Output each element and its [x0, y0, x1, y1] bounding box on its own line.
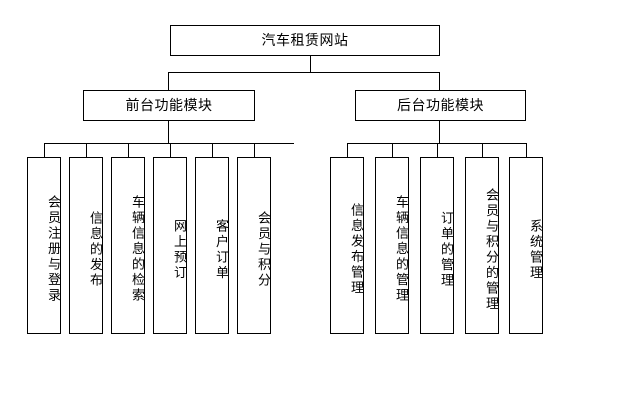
leaf-label-order-mgmt: 订单的管理 [438, 210, 453, 289]
connector-back-leaf-1 [347, 143, 348, 157]
leaf-node-member-points[interactable]: 会员与积分 [237, 157, 271, 334]
leaf-label-vehicle-info-mgmt: 车辆信息的管理 [393, 195, 408, 304]
connector-root-trunk [310, 56, 311, 73]
leaf-node-info-publish[interactable]: 信息的发布 [69, 157, 103, 334]
connector-back-leaf-2 [392, 143, 393, 157]
leaf-label-system-mgmt: 系统管理 [527, 218, 542, 281]
connector-back-leaf-5 [526, 143, 527, 157]
leaf-node-vehicle-info-mgmt[interactable]: 车辆信息的管理 [375, 157, 409, 334]
leaf-node-online-booking[interactable]: 网上预订 [153, 157, 187, 334]
leaf-node-order-mgmt[interactable]: 订单的管理 [420, 157, 454, 334]
leaf-node-info-publish-mgmt[interactable]: 信息发布管理 [330, 157, 364, 334]
connector-to-front-module [168, 72, 169, 90]
leaf-label-info-publish: 信息的发布 [87, 210, 102, 289]
module-node-back-office[interactable]: 后台功能模块 [355, 90, 526, 121]
leaf-node-vehicle-info-search[interactable]: 车辆信息的检索 [111, 157, 145, 334]
leaf-label-info-publish-mgmt: 信息发布管理 [348, 203, 363, 296]
module-back-office-label: 后台功能模块 [397, 97, 484, 114]
connector-back-stem [439, 121, 440, 143]
root-node-label: 汽车租赁网站 [261, 32, 349, 49]
leaf-node-customer-order[interactable]: 客户订单 [195, 157, 229, 334]
leaf-label-member-register-login: 会员注册与登录 [45, 195, 60, 304]
connector-front-leaf-6 [254, 143, 255, 157]
connector-front-leaf-4 [170, 143, 171, 157]
connector-front-leaf-1 [44, 143, 45, 157]
module-node-front-office[interactable]: 前台功能模块 [83, 90, 255, 121]
leaf-node-member-points-mgmt[interactable]: 会员与积分的管理 [465, 157, 499, 334]
leaf-label-online-booking: 网上预订 [171, 218, 186, 281]
root-node-website[interactable]: 汽车租赁网站 [170, 25, 440, 56]
module-front-office-label: 前台功能模块 [125, 97, 213, 114]
connector-back-leaf-4 [482, 143, 483, 157]
connector-back-leaf-3 [437, 143, 438, 157]
leaf-label-member-points: 会员与积分 [255, 210, 270, 289]
leaf-node-member-register-login[interactable]: 会员注册与登录 [27, 157, 61, 334]
leaf-label-member-points-mgmt: 会员与积分的管理 [483, 187, 498, 312]
connector-front-leaf-5 [212, 143, 213, 157]
connector-front-stem [168, 121, 169, 143]
connector-module-bus [168, 72, 439, 73]
connector-front-leaf-3 [128, 143, 129, 157]
connector-front-leaf-bus [44, 143, 294, 144]
connector-front-leaf-2 [86, 143, 87, 157]
leaf-label-vehicle-info-search: 车辆信息的检索 [129, 195, 144, 304]
leaf-label-customer-order: 客户订单 [213, 218, 228, 281]
leaf-node-system-mgmt[interactable]: 系统管理 [509, 157, 543, 334]
connector-to-back-module [439, 72, 440, 90]
